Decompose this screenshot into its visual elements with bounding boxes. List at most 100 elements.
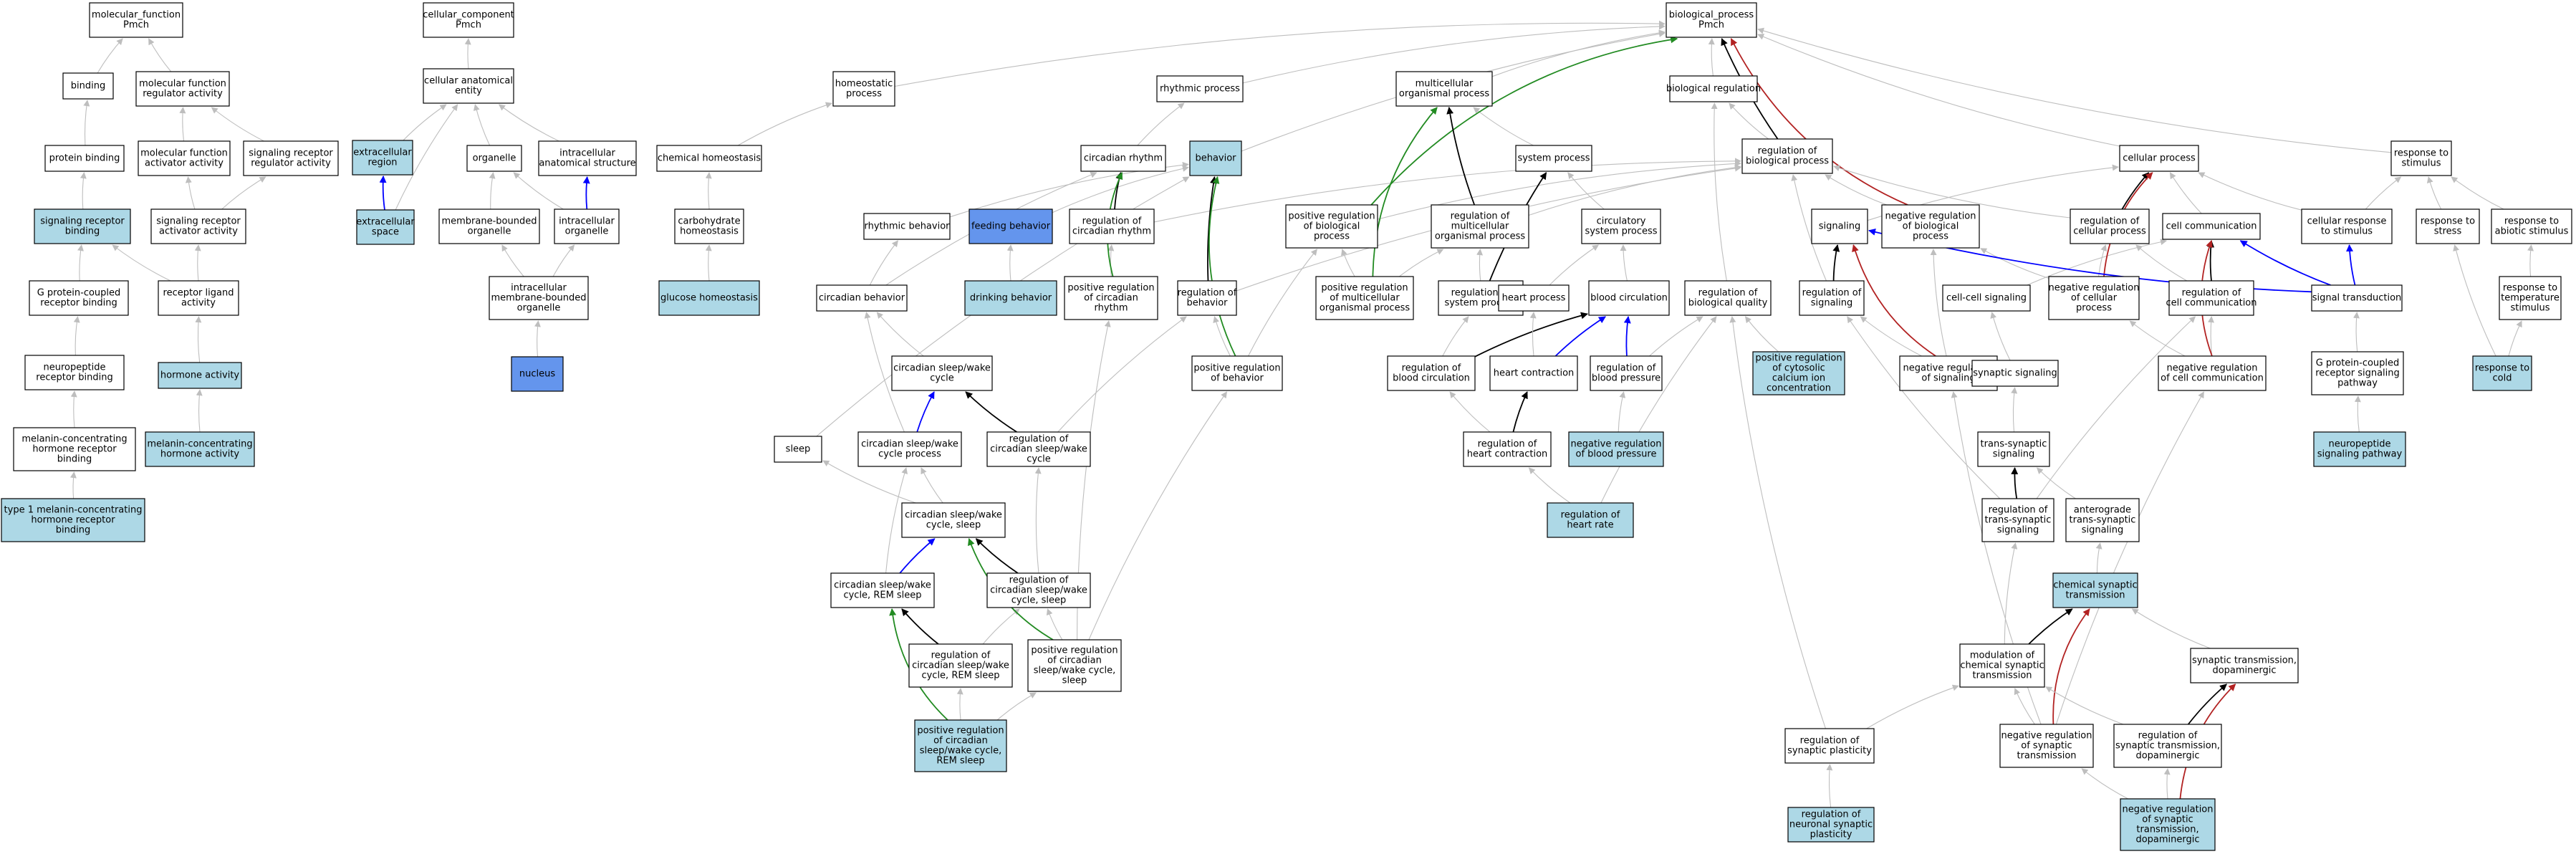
go-term-node-blood_circ[interactable]: blood circulation: [1588, 280, 1670, 316]
go-term-node-organelle[interactable]: organelle: [466, 145, 522, 172]
go-term-node-syn_trans_dopa[interactable]: synaptic transmission,dopaminergic: [2190, 648, 2299, 683]
go-term-node-behavior[interactable]: behavior: [1189, 140, 1242, 176]
go-term-node-sig_trans[interactable]: signal transduction: [2311, 284, 2403, 312]
go-term-node-cc_signaling[interactable]: cell-cell signaling: [1942, 284, 2031, 312]
go-term-node-heart_proc[interactable]: heart process: [1498, 284, 1570, 312]
go-term-node-rhythmic_beh[interactable]: rhythmic behavior: [863, 213, 951, 240]
go-term-node-glucose_homeo[interactable]: glucose homeostasis: [658, 280, 760, 316]
go-term-node-cellular_proc[interactable]: cellular process: [2119, 145, 2199, 172]
go-term-node-hormone_act[interactable]: hormone activity: [158, 362, 242, 389]
go-term-node-circ_rhythm[interactable]: circadian rhythm: [1080, 145, 1166, 172]
go-term-node-nucleus[interactable]: nucleus: [511, 356, 564, 392]
go-term-node-heart_contr[interactable]: heart contraction: [1489, 355, 1578, 391]
go-term-node-bio_reg[interactable]: biological regulation: [1666, 75, 1761, 102]
go-term-node-drinking_beh[interactable]: drinking behavior: [964, 280, 1057, 316]
go-term-node-chem_homeo[interactable]: chemical homeostasis: [656, 145, 762, 172]
go-term-node-system_proc[interactable]: system process: [1515, 145, 1592, 172]
go-term-node-circ_beh[interactable]: circadian behavior: [816, 284, 908, 312]
go-term-node-sleep[interactable]: sleep: [774, 436, 822, 463]
go-term-node-signaling[interactable]: signaling: [1811, 208, 1868, 244]
go-term-node-rhythmic[interactable]: rhythmic process: [1156, 75, 1244, 102]
go-term-node-syn_signaling[interactable]: synaptic signaling: [1971, 360, 2059, 387]
go-term-node-binding[interactable]: binding: [62, 72, 114, 100]
go-term-node-protein_binding[interactable]: protein binding: [44, 145, 125, 172]
go-term-node-cell_comm[interactable]: cell communication: [2162, 213, 2261, 240]
go-term-node-feeding_beh[interactable]: feeding behavior: [969, 208, 1053, 244]
